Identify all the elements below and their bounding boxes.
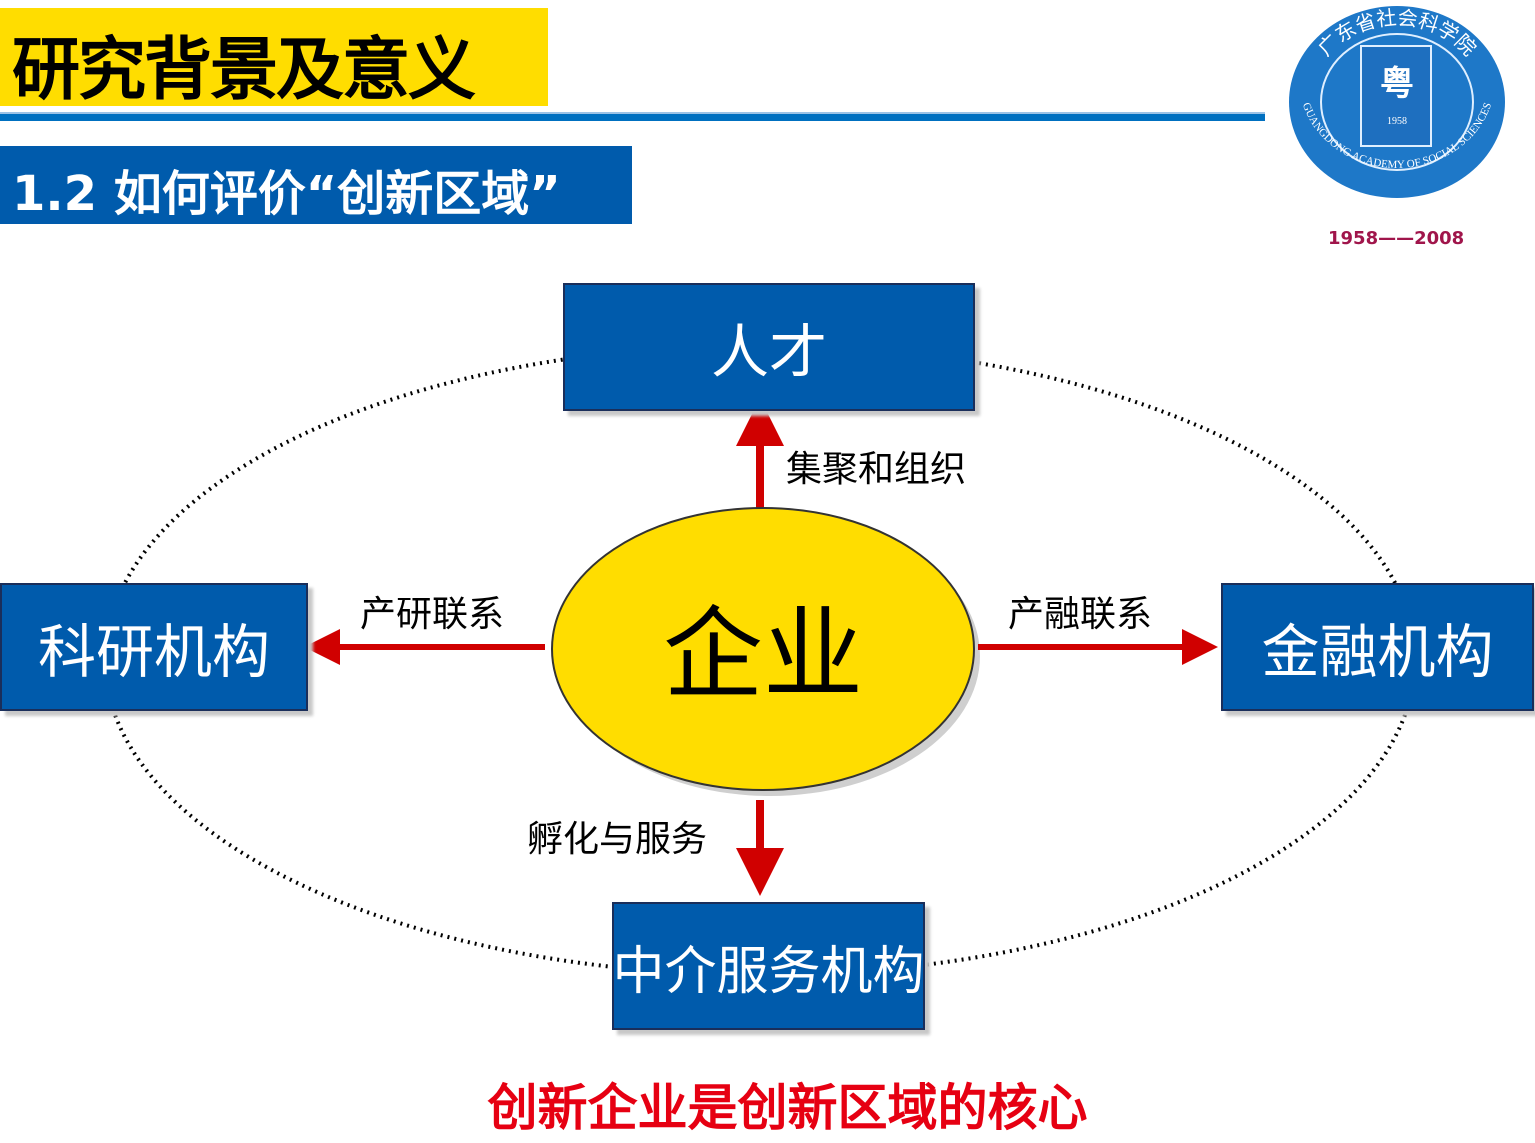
- slide-subtitle: 1.2 如何评价“创新区域”: [12, 166, 561, 222]
- subtitle-background: [0, 146, 632, 224]
- center-ellipse: [551, 507, 975, 791]
- edge-label-left: 产研联系: [360, 594, 505, 635]
- logo-years: 1958——2008: [1328, 228, 1465, 249]
- conclusion-text: 创新企业是创新区域的核心: [487, 1079, 1088, 1137]
- node-research: 科研机构: [0, 583, 308, 711]
- svg-text:粤: 粤: [1380, 64, 1414, 104]
- title-background: [0, 8, 548, 106]
- node-finance: 金融机构: [1221, 583, 1534, 711]
- node-talent: 人才: [563, 283, 975, 411]
- title-divider: [0, 112, 1265, 121]
- edge-label-right: 产融联系: [1008, 594, 1153, 635]
- edge-label-bottom: 孵化与服务: [527, 819, 708, 860]
- academy-logo: 粤 1958 广东省社会科学院 GUANGDONG ACADEMY OF SOC…: [1289, 5, 1505, 198]
- svg-text:1958: 1958: [1387, 116, 1407, 127]
- center-node-enterprise: 企业: [663, 595, 863, 713]
- node-intermediary: 中介服务机构: [612, 902, 925, 1030]
- edge-label-top: 集聚和组织: [786, 449, 967, 490]
- slide-title: 研究背景及意义: [12, 31, 476, 110]
